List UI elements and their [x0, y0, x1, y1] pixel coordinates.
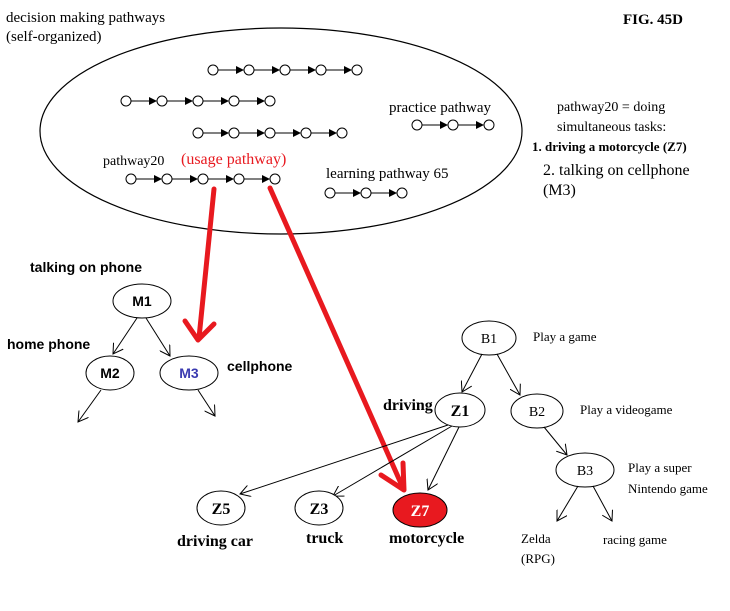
chain-node [228, 127, 240, 139]
node-z5 [196, 490, 246, 526]
chain-node [264, 95, 276, 107]
talking-on-phone-caption: talking on phone [30, 259, 142, 275]
chain-node [228, 95, 240, 107]
edge-z1-z3 [333, 425, 453, 496]
node-z1-label: Z1 [451, 403, 470, 420]
chain-node [483, 119, 495, 131]
note-item-2b: (M3) [543, 182, 576, 199]
node-m3 [159, 355, 219, 391]
driving-caption: driving [383, 397, 433, 414]
z5-caption: driving car [177, 533, 253, 550]
cellphone-caption: cellphone [227, 358, 293, 374]
node-b3-label: B3 [577, 464, 593, 479]
pathway20-label: pathway20 [103, 154, 164, 169]
note-line-2: simultaneous tasks: [557, 120, 666, 135]
chain-node [269, 173, 281, 185]
edge-z1-z7 [428, 426, 460, 490]
chain-node [161, 173, 173, 185]
pathways-ellipse [39, 27, 523, 235]
usage-pathway-label: (usage pathway) [181, 151, 286, 168]
node-m2 [85, 355, 135, 391]
chain-node [192, 95, 204, 107]
usage-arrow-to-z7 [267, 185, 407, 493]
note-item-1: 1. driving a motorcycle (Z7) [532, 139, 687, 154]
edge-z1-z5 [240, 424, 449, 494]
note-item-2: 2. talking on cellphone [543, 162, 690, 179]
chain-node [197, 173, 209, 185]
figure-label: FIG. 45D [623, 12, 683, 28]
node-m1-label: M1 [132, 293, 152, 309]
node-m1 [112, 283, 172, 319]
chain-node [264, 127, 276, 139]
chain-node [233, 173, 245, 185]
chain-node [156, 95, 168, 107]
chain-practice [411, 119, 495, 131]
node-b2 [510, 393, 564, 429]
node-z1 [434, 392, 486, 428]
chain-node [279, 64, 291, 76]
b3-caption-2: Nintendo game [628, 481, 708, 496]
node-b1-label: B1 [481, 332, 497, 347]
title-line-1: decision making pathways [6, 10, 165, 26]
edge-m2-out [78, 389, 102, 422]
chain-node [125, 173, 137, 185]
edge-m1-m3 [145, 317, 170, 356]
racing-label: racing game [603, 532, 667, 547]
node-z3-label: Z3 [310, 501, 329, 518]
chain-node [396, 187, 408, 199]
zelda-label-1: Zelda [521, 531, 551, 546]
home-phone-caption: home phone [7, 336, 90, 352]
b3-caption-1: Play a super [628, 460, 692, 475]
edge-b1-z1 [462, 353, 483, 392]
edge-b3-racing [592, 485, 612, 521]
chain-node [207, 64, 219, 76]
node-m3-label: M3 [179, 365, 199, 381]
zelda-label-2: (RPG) [521, 551, 555, 566]
title-line-2: (self-organized) [6, 29, 102, 45]
pathway-chains [120, 64, 495, 199]
note-line-1: pathway20 = doing [557, 100, 665, 115]
learning-pathway-label: learning pathway 65 [326, 166, 448, 182]
practice-pathway-label: practice pathway [389, 100, 492, 116]
chain-node [336, 127, 348, 139]
edge-m1-m2 [113, 317, 138, 354]
node-z5-label: Z5 [212, 501, 231, 518]
node-m2-label: M2 [100, 365, 120, 381]
chain-third [192, 127, 348, 139]
chain-node [300, 127, 312, 139]
chain-node [243, 64, 255, 76]
chain-node [192, 127, 204, 139]
chain-learning [324, 187, 408, 199]
chain-node [315, 64, 327, 76]
edge-m3-out [197, 389, 215, 416]
chain-node [324, 187, 336, 199]
chain-top [207, 64, 363, 76]
node-z3 [294, 490, 344, 526]
edge-b2-b3 [543, 426, 567, 455]
chain-node [447, 119, 459, 131]
b2-caption: Play a videogame [580, 402, 673, 417]
chain-second [120, 95, 276, 107]
node-b1 [461, 320, 517, 356]
node-b2-label: B2 [529, 405, 545, 420]
chain-node [411, 119, 423, 131]
edge-b1-b2 [496, 353, 520, 395]
chain-pathway20 [125, 173, 281, 185]
node-z7-label: Z7 [411, 503, 430, 520]
b1-caption: Play a game [533, 329, 597, 344]
chain-node [360, 187, 372, 199]
z7-caption: motorcycle [389, 530, 464, 547]
node-z7 [392, 492, 448, 528]
edge-b3-zelda [557, 485, 579, 521]
node-b3 [555, 452, 615, 488]
chain-node [351, 64, 363, 76]
usage-arrow-to-m3 [182, 186, 217, 343]
z3-caption: truck [306, 530, 343, 547]
chain-node [120, 95, 132, 107]
